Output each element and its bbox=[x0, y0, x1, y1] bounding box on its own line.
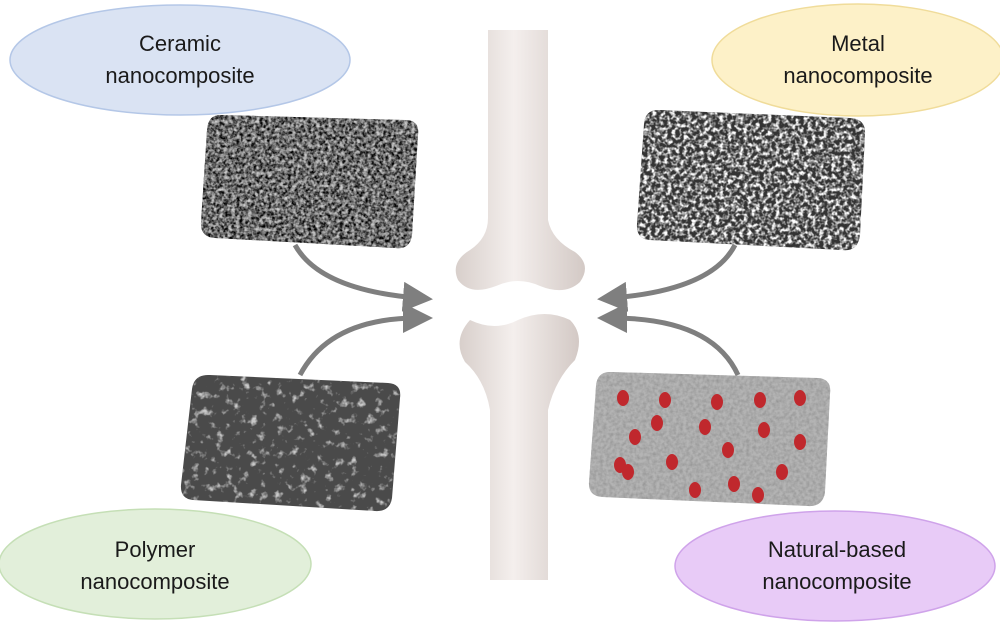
natural-label-line1: Natural-based bbox=[767, 537, 907, 562]
nanoparticle-dot bbox=[617, 390, 629, 406]
polymer-label: Polymer nanocomposite bbox=[35, 534, 275, 598]
nanoparticle-dot bbox=[629, 429, 641, 445]
nanoparticle-dot bbox=[622, 464, 634, 480]
natural-label-line2: nanocomposite bbox=[762, 569, 912, 594]
ceramic-label: Ceramic nanocomposite bbox=[60, 28, 300, 92]
arrow-metal bbox=[597, 243, 738, 312]
natural-sample-image bbox=[588, 371, 831, 507]
nanoparticle-dot bbox=[651, 415, 663, 431]
nanoparticle-dot bbox=[722, 442, 734, 458]
ceramic-ellipse bbox=[9, 4, 351, 116]
nanoparticle-dot bbox=[754, 392, 766, 408]
arrow-ceramic bbox=[292, 243, 433, 312]
nanoparticle-dot bbox=[758, 422, 770, 438]
nanoparticle-dot bbox=[689, 482, 701, 498]
nanoparticle-dot bbox=[666, 454, 678, 470]
nanoparticle-dot bbox=[794, 434, 806, 450]
natural-ellipse bbox=[674, 510, 996, 622]
natural-label: Natural-based nanocomposite bbox=[712, 534, 962, 598]
polymer-label-line2: nanocomposite bbox=[80, 569, 230, 594]
arrow-natural bbox=[597, 303, 741, 377]
ceramic-label-line1: Ceramic bbox=[139, 31, 221, 56]
ceramic-sample-image bbox=[200, 114, 419, 249]
metal-sample-image bbox=[636, 109, 866, 251]
polymer-sample-image bbox=[180, 374, 401, 512]
metal-label: Metal nanocomposite bbox=[738, 28, 978, 92]
metal-ellipse bbox=[711, 3, 1000, 117]
metal-label-line2: nanocomposite bbox=[783, 63, 933, 88]
metal-label-line1: Metal bbox=[831, 31, 885, 56]
nanoparticle-dot bbox=[794, 390, 806, 406]
polymer-ellipse bbox=[0, 508, 312, 620]
nanoparticle-dot bbox=[659, 392, 671, 408]
nanoparticle-dot bbox=[776, 464, 788, 480]
ceramic-label-line2: nanocomposite bbox=[105, 63, 255, 88]
nanoparticle-dot bbox=[752, 487, 764, 503]
arrow-polymer bbox=[297, 303, 433, 377]
nanoparticle-dot bbox=[699, 419, 711, 435]
nanoparticle-dot bbox=[711, 394, 723, 410]
nanoparticle-dot bbox=[728, 476, 740, 492]
polymer-label-line1: Polymer bbox=[114, 537, 196, 562]
bone-icon bbox=[455, 30, 585, 580]
